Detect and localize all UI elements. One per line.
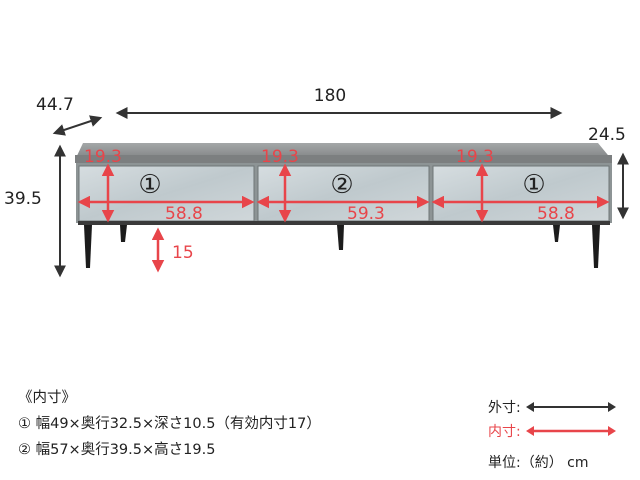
leg-front-right [592,225,600,268]
height-label: 39.5 [4,189,42,209]
unit-note: 単位:（約） cm [488,455,589,471]
drawer-right [432,165,610,222]
outer-arrow-icon [526,402,616,412]
drawer-right-width-label: 58.8 [537,204,575,224]
drawer-center-height-label: 19.3 [261,147,299,167]
leg-center [337,225,344,250]
legend-outer-label: 外寸: [488,400,521,416]
inner-arrow-icon [526,426,616,436]
notes-line-1: ① 幅49×奥行32.5×深さ10.5（有効内寸17） [18,416,321,432]
drawer-left-height-label: 19.3 [84,147,122,167]
width-label: 180 [314,86,346,106]
furniture-diagram: 180 44.7 39.5 24.5 19.3 19.3 19.3 58.8 5… [4,86,629,278]
drawer-right-height-label: 19.3 [456,147,494,167]
drawer-center-width-label: 59.3 [347,204,385,224]
drawer-left-marker: ① [138,170,161,200]
leg-clearance-label: 15 [172,243,194,263]
legend-inner-label: 内寸: [488,424,521,440]
top-panel-edge [75,155,612,163]
notes-line-2: ② 幅57×奥行39.5×高さ19.5 [18,442,216,458]
inner-dimension-notes: 《内寸》 ① 幅49×奥行32.5×深さ10.5（有効内寸17） ② 幅57×奥… [18,385,321,463]
base-rail [78,221,610,225]
depth-label: 44.7 [36,95,74,115]
leg-back-right [553,225,560,242]
leg-back-left [120,225,127,242]
legend-outer: 外寸: [488,395,616,419]
depth-arrow [52,115,103,136]
drawer-left-width-label: 58.8 [165,204,203,224]
top-height-label: 24.5 [588,125,626,145]
legend-inner: 内寸: [488,419,616,443]
leg-front-left [84,225,92,268]
notes-heading: 《内寸》 [18,390,76,406]
drawer-right-marker: ① [522,170,545,200]
legend: 外寸: 内寸: [488,395,616,443]
drawer-center-marker: ② [330,170,353,200]
